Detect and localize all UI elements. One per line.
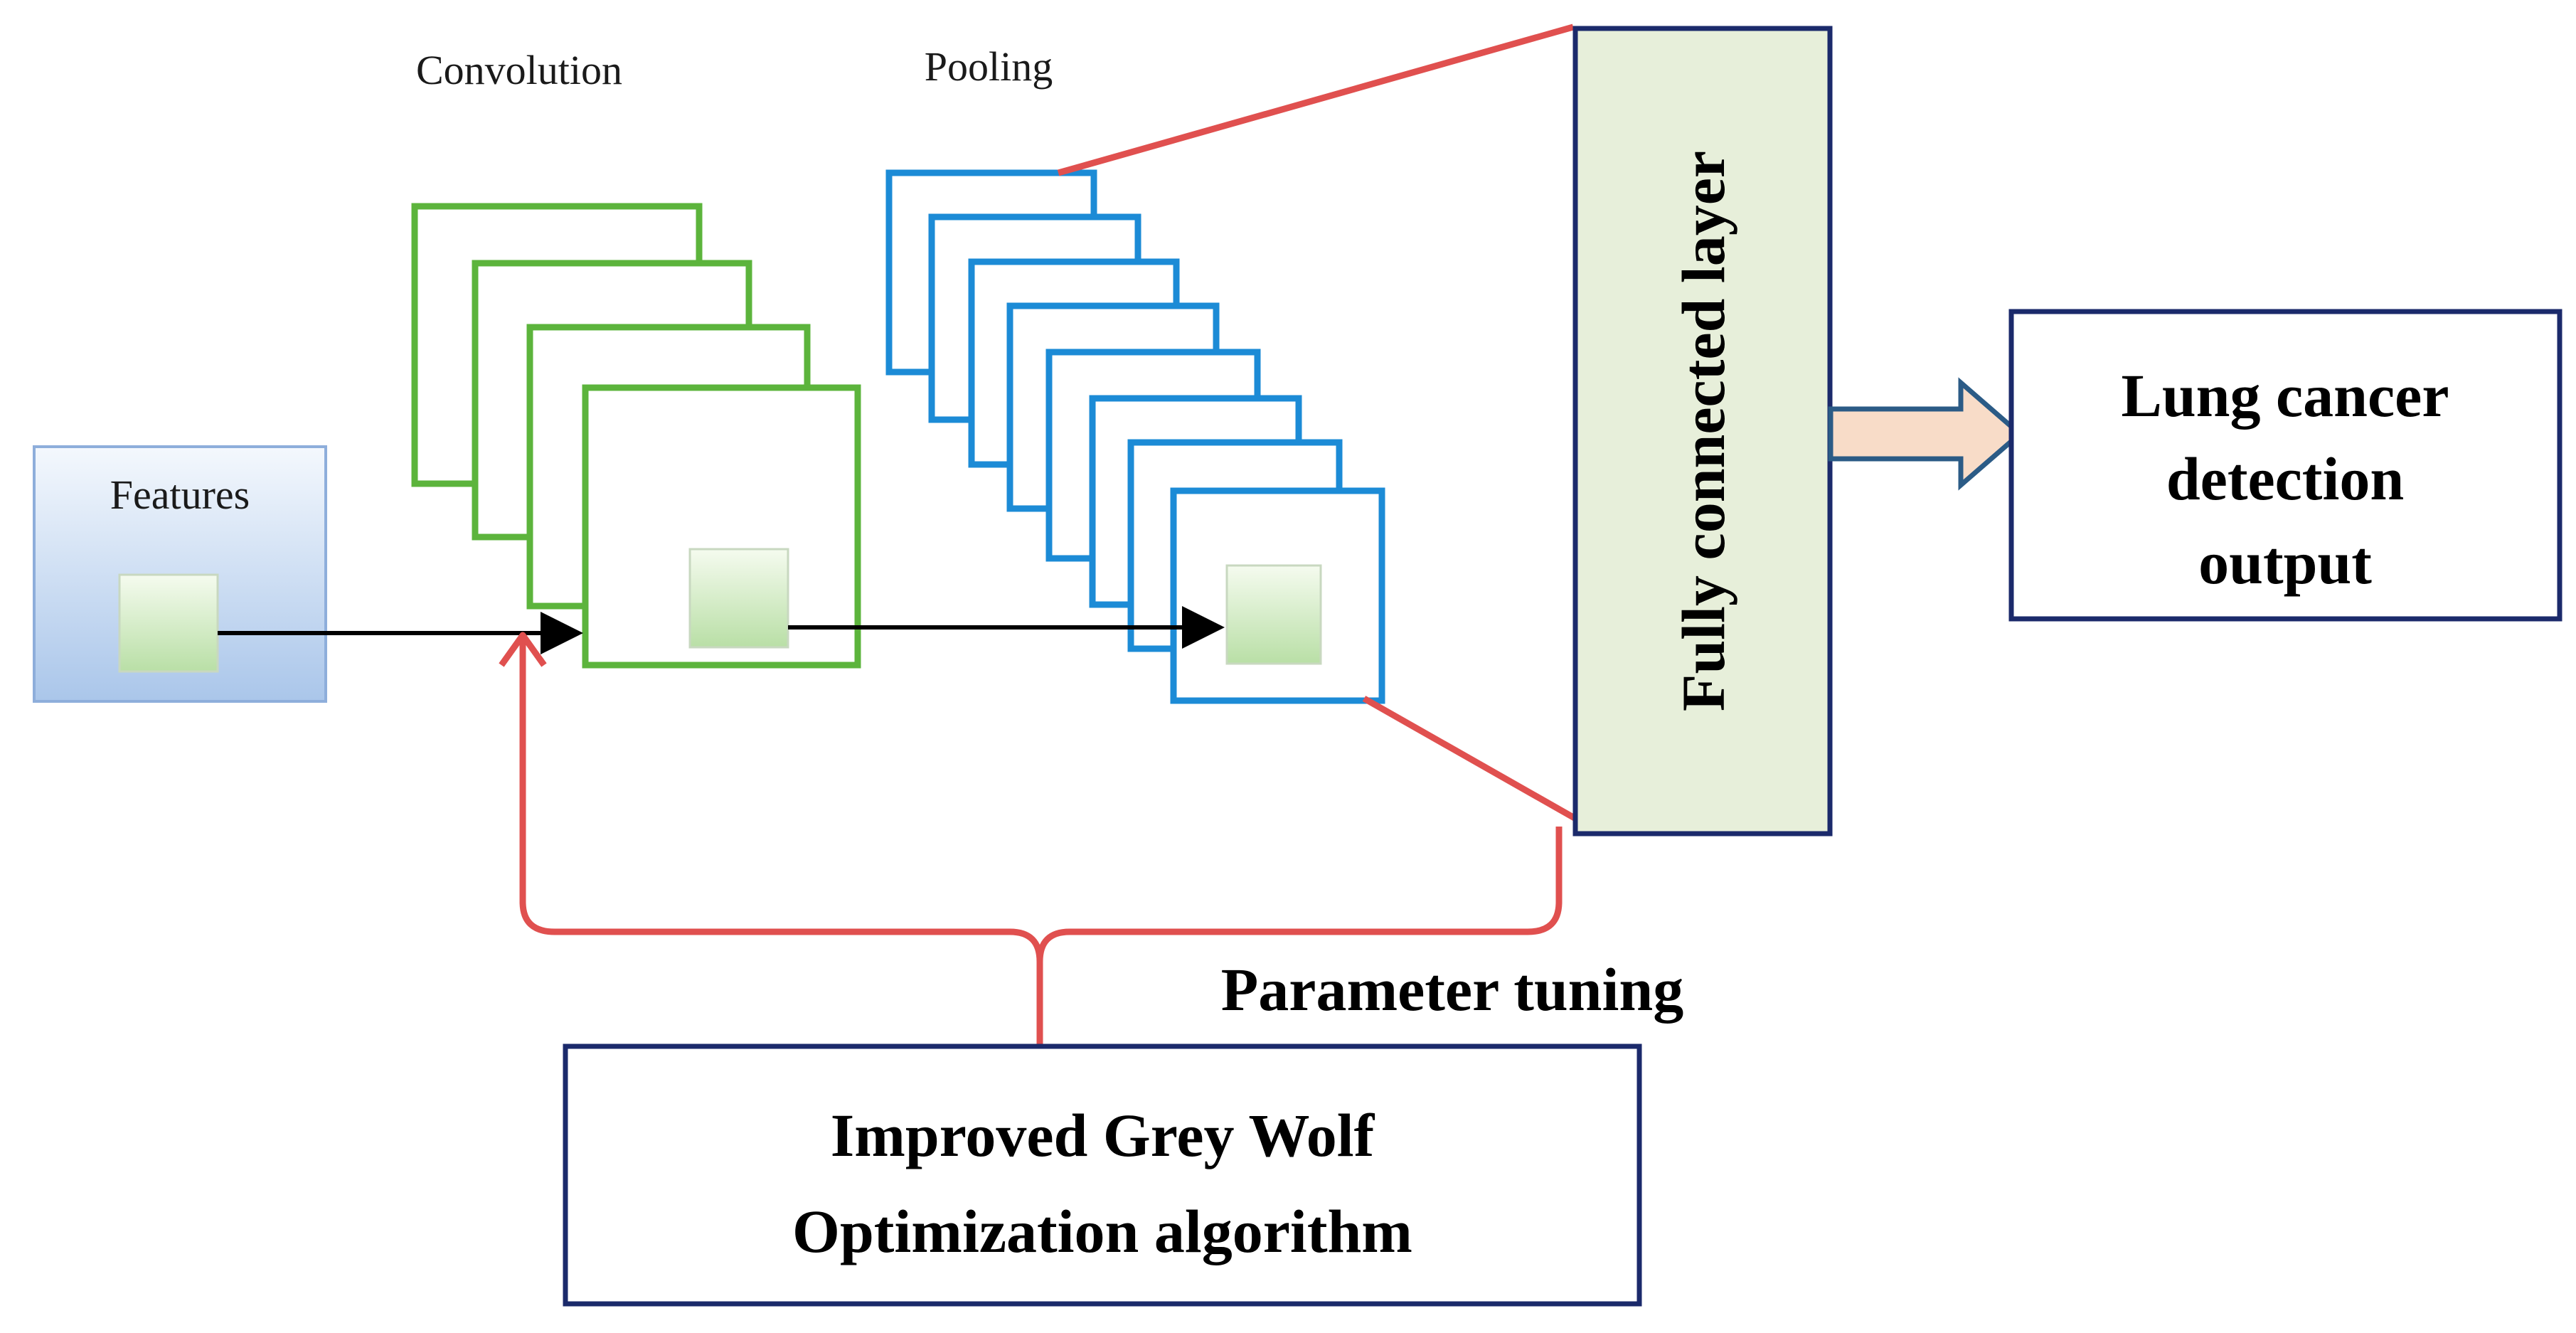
output-label-line1: Lung cancer bbox=[2121, 361, 2449, 430]
output-box bbox=[2008, 309, 2562, 622]
output-label-line3: output bbox=[2198, 529, 2372, 597]
convolution-label: Convolution bbox=[416, 47, 622, 93]
fully-connected-block: Fully connected layer bbox=[1572, 26, 1833, 837]
parameter-tuning-bracket-left bbox=[519, 639, 1043, 1046]
fully-connected-box bbox=[1572, 26, 1833, 837]
fc-to-output-arrow bbox=[1828, 377, 2024, 491]
features-block: Features bbox=[33, 445, 327, 703]
parameter-tuning-arrowhead bbox=[499, 632, 547, 667]
optimizer-block: Improved Grey Wolf Optimization algorith… bbox=[563, 1043, 1642, 1307]
optimizer-box bbox=[563, 1043, 1642, 1307]
features-label: Features bbox=[110, 472, 250, 518]
optimizer-label-line2: Optimization algorithm bbox=[792, 1197, 1412, 1265]
pooling-cell bbox=[1225, 564, 1322, 665]
parameter-tuning-label: Parameter tuning bbox=[1221, 955, 1683, 1024]
optimizer-label-line1: Improved Grey Wolf bbox=[831, 1101, 1375, 1169]
output-block: Lung cancer detection output bbox=[2008, 309, 2562, 622]
pooling-label: Pooling bbox=[925, 43, 1053, 90]
convolution-stack bbox=[411, 203, 861, 669]
fully-connected-label: Fully connected layer bbox=[1669, 151, 1737, 711]
pooling-to-fc-bottom-line bbox=[1362, 696, 1592, 829]
convolution-cell bbox=[688, 548, 789, 649]
feature-cell bbox=[118, 573, 219, 673]
parameter-tuning-bracket-right bbox=[1036, 827, 1563, 962]
pooling-to-fc-top-line bbox=[1057, 23, 1575, 176]
output-label-line2: detection bbox=[2166, 445, 2404, 513]
